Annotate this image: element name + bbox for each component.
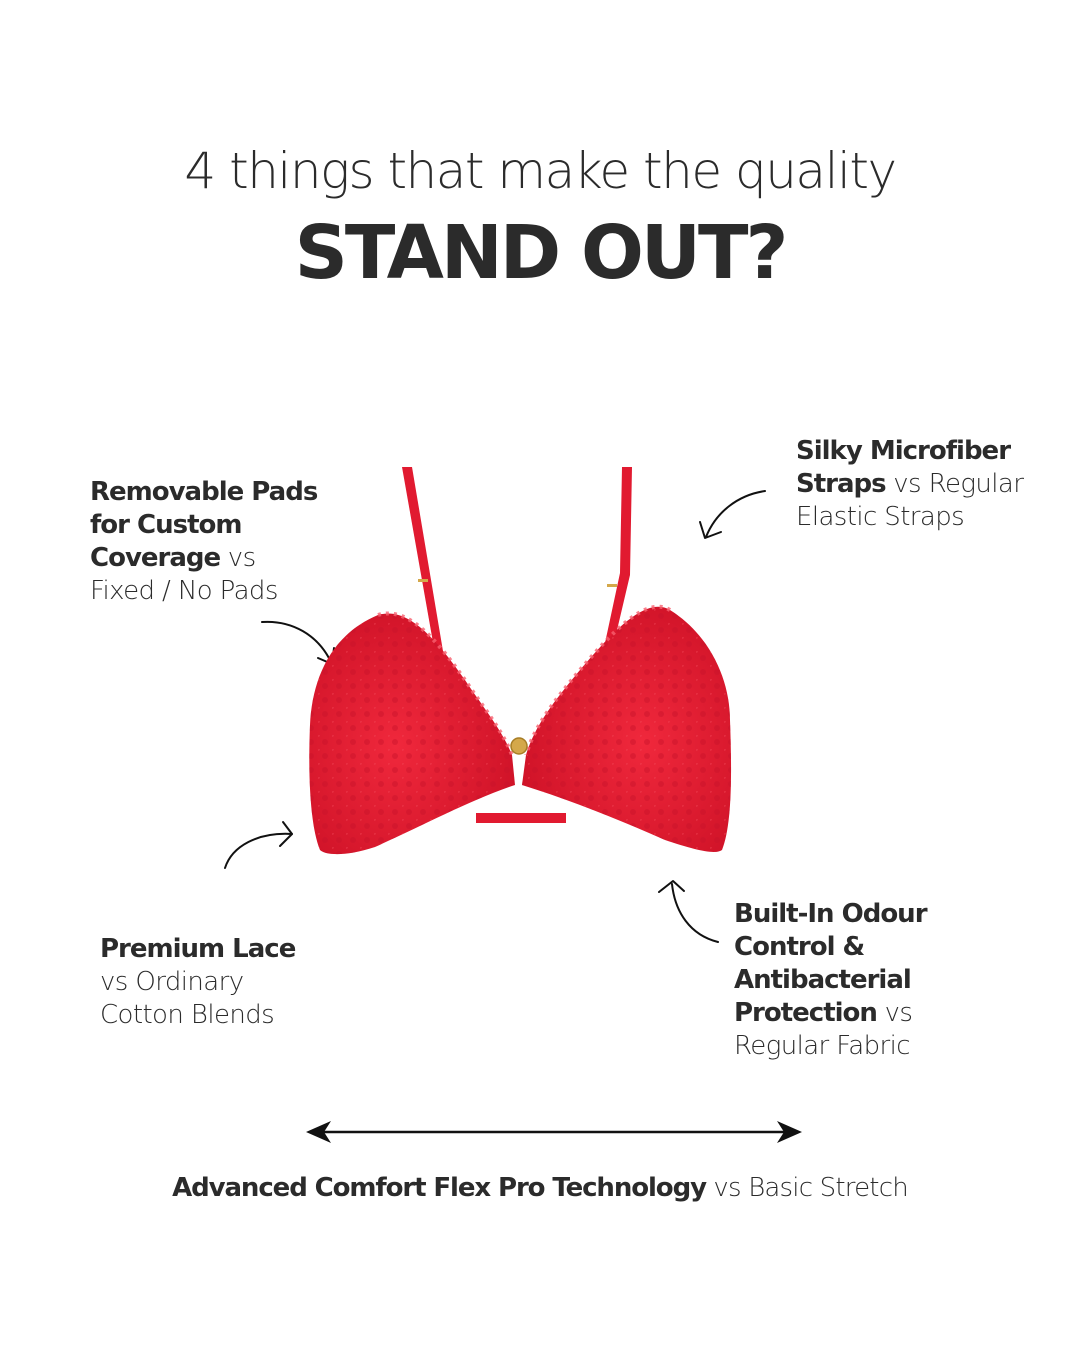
callout-light-text: Cotton Blends	[100, 1000, 275, 1030]
callout-premium-lace: Premium Lace vs Ordinary Cotton Blends	[100, 933, 296, 1032]
callout-odour-control: Built-In Odour Control & Antibacterial P…	[734, 898, 928, 1063]
double-arrow-icon	[306, 1121, 802, 1143]
center-band	[476, 813, 566, 823]
footer-comparison: Advanced Comfort Flex Pro Technology vs …	[0, 1173, 1080, 1203]
callout-vs-text: vs	[876, 998, 913, 1028]
callout-bold-text: Built-In Odour	[734, 899, 928, 929]
callout-bold-text: Protection	[734, 998, 878, 1028]
callout-bold-text: Premium Lace	[100, 934, 296, 964]
callout-bold-text: Coverage	[90, 543, 221, 573]
footer-light-text: vs Basic Stretch	[705, 1173, 908, 1203]
center-charm-icon	[510, 737, 528, 755]
callout-light-text: vs Ordinary	[100, 967, 244, 997]
left-strap	[402, 467, 445, 665]
callout-vs-text: vs Regular	[885, 469, 1024, 499]
callout-bold-text: Straps	[796, 469, 887, 499]
callout-microfiber-straps: Silky Microfiber Straps vs Regular Elast…	[796, 435, 1024, 534]
callout-light-text: Elastic Straps	[796, 502, 965, 532]
strap-slider-right	[607, 584, 617, 587]
callout-bold-text: Silky Microfiber	[796, 436, 1011, 466]
strap-slider-left	[418, 579, 428, 582]
product-image	[309, 467, 732, 855]
arrow-to-odour-icon	[658, 880, 719, 943]
callout-bold-text: for Custom	[90, 510, 242, 540]
callout-bold-text: Control &	[734, 932, 865, 962]
headline-line-2: STAND OUT?	[294, 210, 789, 296]
callout-light-text: Fixed / No Pads	[90, 576, 278, 606]
callout-light-text: Regular Fabric	[734, 1031, 911, 1061]
callout-removable-pads: Removable Pads for Custom Coverage vs Fi…	[90, 476, 318, 608]
callout-vs-text: vs	[220, 543, 256, 573]
headline-line-1: 4 things that make the quality	[184, 142, 897, 200]
footer-bold-text: Advanced Comfort Flex Pro Technology	[172, 1173, 707, 1203]
arrow-to-straps-icon	[699, 490, 766, 539]
callout-bold-text: Removable Pads	[90, 477, 318, 507]
right-strap	[602, 467, 632, 660]
arrow-to-lace-icon	[224, 821, 293, 869]
callout-bold-text: Antibacterial	[734, 965, 912, 995]
